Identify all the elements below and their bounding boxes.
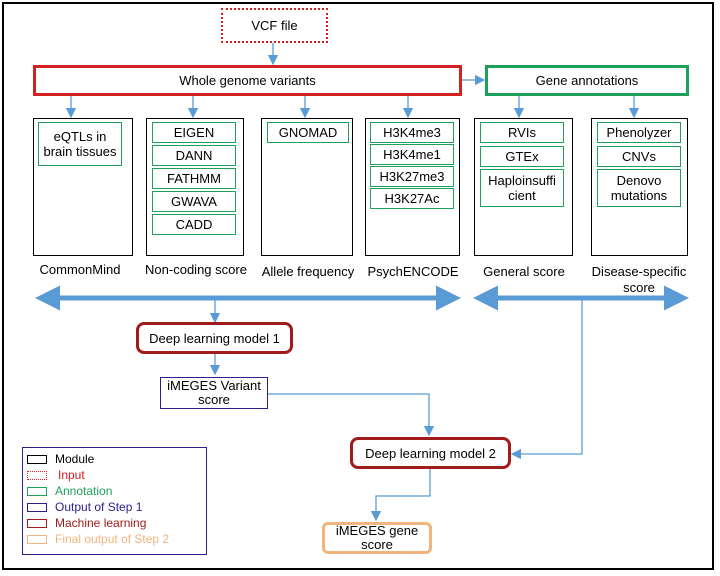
denovo-label: Denovo mutations — [610, 173, 668, 203]
gtex-label: GTEx — [505, 149, 539, 164]
whole-genome-variants-label: Whole genome variants — [179, 73, 316, 88]
legend-label-step1: Output of Step 1 — [55, 500, 143, 514]
legend-item-input: Input — [27, 468, 85, 482]
fathmm-annotation: FATHMM — [152, 168, 236, 189]
h3k27ac-annotation: H3K27Ac — [370, 188, 454, 209]
arrow-genes-to-dl2 — [510, 300, 583, 460]
gnomad-label: GNOMAD — [278, 125, 338, 140]
cnvs-label: CNVs — [622, 149, 656, 164]
deep-learning-model-2: Deep learning model 2 — [350, 437, 511, 469]
legend-label-input: Input — [58, 468, 85, 482]
legend-swatch-module — [27, 454, 47, 464]
whole-genome-variants-bar: Whole genome variants — [33, 65, 462, 96]
gene-annotations-bar: Gene annotations — [485, 65, 689, 96]
legend-label-annotation: Annotation — [55, 484, 113, 498]
eqtls-annotation: eQTLs in brain tissues — [38, 122, 122, 166]
legend-swatch-input — [27, 470, 47, 480]
h3k4me1-annotation: H3K4me1 — [370, 144, 454, 165]
gnomad-annotation: GNOMAD — [267, 122, 349, 143]
psychencode-label: PsychENCODE — [367, 264, 459, 279]
legend-item-annotation: Annotation — [27, 484, 112, 498]
legend-swatch-final — [27, 534, 47, 544]
h3k27ac-label: H3K27Ac — [384, 191, 440, 206]
variant-score-box: iMEGES Variant score — [160, 377, 268, 409]
cnvs-annotation: CNVs — [597, 146, 681, 167]
phenolyzer-annotation: Phenolyzer — [597, 122, 681, 143]
diagram-frame — [2, 2, 714, 570]
legend-item-step1: Output of Step 1 — [27, 500, 142, 514]
arrow-dl2-to-gene-score — [370, 469, 431, 522]
gtex-annotation: GTEx — [480, 146, 564, 167]
h3k27me3-annotation: H3K27me3 — [370, 166, 454, 187]
legend: Module Input Annotation Output of Step 1… — [22, 447, 207, 555]
legend-swatch-step1 — [27, 502, 47, 512]
commonmind-label: CommonMind — [39, 262, 121, 277]
legend-item-module: Module — [27, 452, 94, 466]
rvis-annotation: RVIs — [480, 122, 564, 143]
gene-score-box: iMEGES gene score — [322, 522, 432, 554]
gene-annotations-label: Gene annotations — [535, 73, 639, 88]
cadd-annotation: CADD — [152, 214, 236, 235]
dl1-label: Deep learning model 1 — [149, 330, 280, 346]
vcf-file-label: VCF file — [251, 18, 298, 33]
denovo-annotation: Denovo mutations — [597, 169, 681, 207]
dl2-label: Deep learning model 2 — [365, 445, 496, 461]
phenolyzer-label: Phenolyzer — [606, 125, 672, 140]
noncoding-label: Non-coding score — [145, 262, 247, 277]
haploinsufficient-annotation: Haploinsuffi cient — [480, 169, 564, 207]
h3k4me3-annotation: H3K4me3 — [370, 122, 454, 143]
allele-label: Allele frequency — [261, 264, 355, 279]
h3k27me3-label: H3K27me3 — [379, 169, 445, 184]
haploinsufficient-label: Haploinsuffi cient — [488, 173, 556, 203]
gene-score-label: iMEGES gene score — [335, 523, 419, 552]
legend-swatch-ml — [27, 518, 47, 528]
eigen-label: EIGEN — [173, 125, 215, 140]
legend-swatch-annotation — [27, 486, 47, 496]
vcf-file-box: VCF file — [221, 8, 328, 43]
eqtls-label: eQTLs in brain tissues — [43, 129, 117, 159]
gwava-label: GWAVA — [171, 194, 217, 209]
legend-item-final: Final output of Step 2 — [27, 532, 169, 546]
rvis-label: RVIs — [508, 125, 536, 140]
arrow-variant-score-to-dl2 — [268, 393, 435, 437]
legend-label-final: Final output of Step 2 — [55, 532, 170, 546]
h3k4me3-label: H3K4me3 — [383, 125, 441, 140]
legend-item-ml: Machine learning — [27, 516, 146, 530]
gwava-annotation: GWAVA — [152, 191, 236, 212]
h3k4me1-label: H3K4me1 — [383, 147, 441, 162]
deep-learning-model-1: Deep learning model 1 — [136, 322, 293, 354]
dann-annotation: DANN — [152, 145, 236, 166]
eigen-annotation: EIGEN — [152, 122, 236, 143]
disease-label: Disease-specific score — [591, 264, 687, 295]
legend-label-module: Module — [55, 452, 95, 466]
legend-label-ml: Machine learning — [55, 516, 147, 530]
general-label: General score — [483, 264, 565, 279]
variant-score-label: iMEGES Variant score — [167, 378, 261, 407]
dann-label: DANN — [175, 148, 213, 163]
fathmm-label: FATHMM — [167, 171, 221, 186]
cadd-label: CADD — [175, 217, 213, 232]
